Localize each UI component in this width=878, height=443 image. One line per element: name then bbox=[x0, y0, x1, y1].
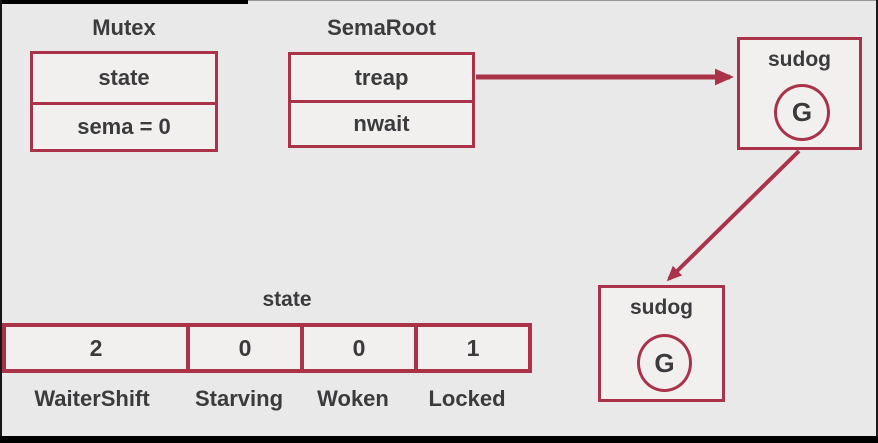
bit-label-woken: Woken bbox=[317, 386, 389, 411]
bit-label-locked: Locked bbox=[428, 386, 506, 411]
frame-right-edge bbox=[876, 0, 878, 443]
bit-cell-woken: 0 bbox=[300, 327, 414, 369]
mutex-struct: state sema = 0 bbox=[30, 51, 218, 152]
bit-cell-locked: 1 bbox=[414, 327, 528, 369]
state-bit-table: 2 0 0 1 bbox=[2, 323, 532, 373]
bit-label-waitershift: WaiterShift bbox=[34, 386, 150, 411]
bit-label-starving: Starving bbox=[194, 386, 284, 411]
bit-cell-waitershift: 2 bbox=[89, 334, 103, 361]
semaroot-title: SemaRoot bbox=[327, 15, 436, 40]
semaroot-row-nwait: nwait bbox=[291, 100, 472, 145]
frame-bottom-edge bbox=[0, 436, 878, 443]
mutex-title: Mutex bbox=[92, 15, 156, 40]
semaroot-row-treap: treap bbox=[354, 64, 409, 90]
goroutine-letter: G bbox=[791, 97, 813, 127]
semaroot-struct: treap nwait bbox=[288, 52, 475, 148]
goroutine-circle-icon: G bbox=[637, 334, 692, 392]
goroutine-letter: G bbox=[654, 347, 675, 378]
frame-left-edge bbox=[0, 0, 2, 443]
goroutine-circle-icon: G bbox=[774, 84, 830, 141]
sudog-node-top: sudog G bbox=[737, 37, 862, 150]
sudog-top-label: sudog bbox=[768, 48, 831, 71]
mutex-row-sema: sema = 0 bbox=[33, 101, 215, 150]
sudog-bottom-label: sudog bbox=[630, 296, 693, 319]
mutex-row-state: state bbox=[98, 64, 150, 90]
state-bit-labels: WaiterShift Starving Woken Locked bbox=[2, 385, 532, 413]
sudog-node-bottom: sudog G bbox=[598, 285, 725, 402]
state-bits-title: state bbox=[262, 288, 312, 311]
bit-cell-starving: 0 bbox=[186, 327, 300, 369]
frame-top-line bbox=[0, 0, 878, 1]
frame-top-bar bbox=[0, 0, 248, 4]
arrow-sudog-to-sudog-icon bbox=[666, 149, 801, 282]
